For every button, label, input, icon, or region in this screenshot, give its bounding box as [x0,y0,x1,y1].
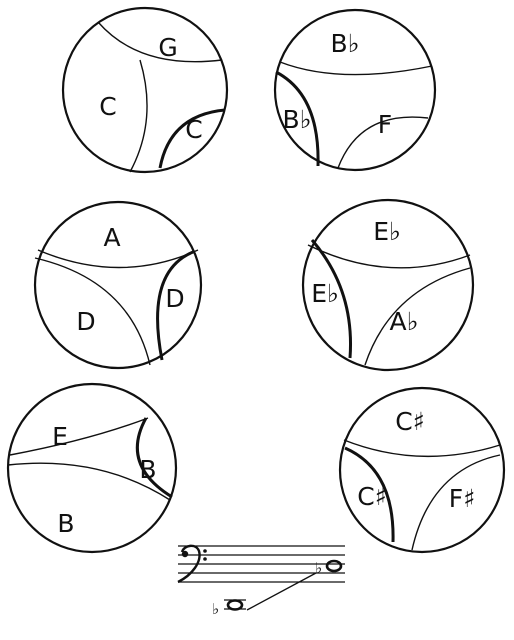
region-label: C♯ [357,482,387,511]
circle-c-major: G C C [61,6,229,174]
staff-lines [178,545,345,583]
region-label: E [52,422,68,451]
circle-outline [61,6,229,174]
whole-note-head [325,559,343,573]
divider-arc-bold [156,250,194,361]
region-label: B♭ [283,105,312,134]
circle-outline [301,198,475,372]
region-label: D [76,307,95,336]
divider-arc [37,249,199,269]
circle-d-major: A D D [33,200,203,370]
circle-b-flat-major: B♭ B♭ F [273,8,437,172]
circle-outline [33,200,203,370]
circle-f-sharp-major: C♯ C♯ F♯ [338,386,506,554]
connector-line [246,572,317,611]
divider-arc [97,21,223,63]
region-label: C [99,92,116,121]
region-label: F♯ [449,484,475,513]
region-label: D [165,284,184,313]
flat-accidental: ♭ [212,600,219,618]
region-label: F [378,110,392,139]
divider-arc [337,116,429,169]
region-label: E♭ [311,279,339,308]
region-label: C [185,115,202,144]
bass-staff: ♭ ♭ [177,544,345,618]
region-label: C♯ [395,407,425,436]
divider-arc [7,462,171,501]
divider-arc [279,61,433,76]
divider-arc-bold [310,239,352,359]
divider-arc [343,439,501,458]
note-upper: ♭ [315,559,343,577]
circle-e-flat-major: E♭ E♭ A♭ [301,198,475,372]
divider-arc [34,257,151,366]
region-label: E♭ [373,217,401,246]
divider-arc [9,417,149,456]
divider-arc [307,244,471,269]
region-label: B [139,455,156,484]
region-label: B♭ [331,29,360,58]
region-label: B [57,509,74,538]
divider-arc [129,59,148,173]
circle-outline [338,386,506,554]
region-label: A [103,223,120,252]
divider-arc-bold [135,417,173,499]
bass-clef-icon [177,544,207,584]
divider-arc [364,267,471,366]
divider-arc [411,454,501,551]
region-label: A♭ [390,307,419,336]
region-label: G [158,33,177,62]
divider-arc-bold [344,446,395,543]
flat-accidental: ♭ [315,559,322,577]
whole-note-head [226,599,244,611]
divider-arc-bold [158,108,226,169]
circle-b-major: E B B [6,382,178,554]
note-lower: ♭ [212,599,246,618]
divider-arc-bold [275,70,320,167]
